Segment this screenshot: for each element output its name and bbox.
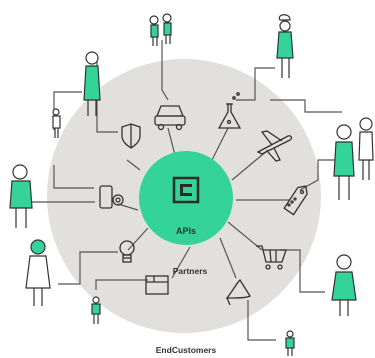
tag-icon	[283, 185, 308, 216]
airplane-icon	[256, 130, 293, 162]
people	[9, 13, 374, 356]
person-small-left	[52, 108, 61, 138]
endcustomers-label: EndCustomers	[156, 345, 217, 355]
shopping-cart-icon	[256, 245, 287, 270]
package-icon	[145, 275, 169, 295]
center-connectors	[117, 127, 290, 279]
person-chef-top-right	[276, 14, 294, 78]
partners-label: Partners	[173, 266, 208, 276]
person-couple-top	[149, 13, 172, 46]
person-man-left	[9, 164, 33, 228]
person-woman-right-bottom	[331, 254, 357, 316]
logo-icon	[172, 176, 200, 204]
lightbulb-icon	[119, 240, 135, 263]
high-heel-icon	[225, 278, 251, 306]
person-small-bottom-right	[285, 330, 295, 356]
person-man-right	[333, 117, 374, 200]
center-label: APIs	[176, 226, 196, 236]
apis-center-circle	[139, 151, 233, 245]
shield-icon	[121, 123, 141, 149]
person-small-bottom	[91, 296, 101, 324]
phone-icon	[99, 185, 124, 209]
person-woman-top-left	[83, 51, 101, 116]
car-icon	[154, 105, 186, 131]
person-woman-left-bottom	[25, 239, 51, 306]
flask-icon	[217, 92, 242, 129]
